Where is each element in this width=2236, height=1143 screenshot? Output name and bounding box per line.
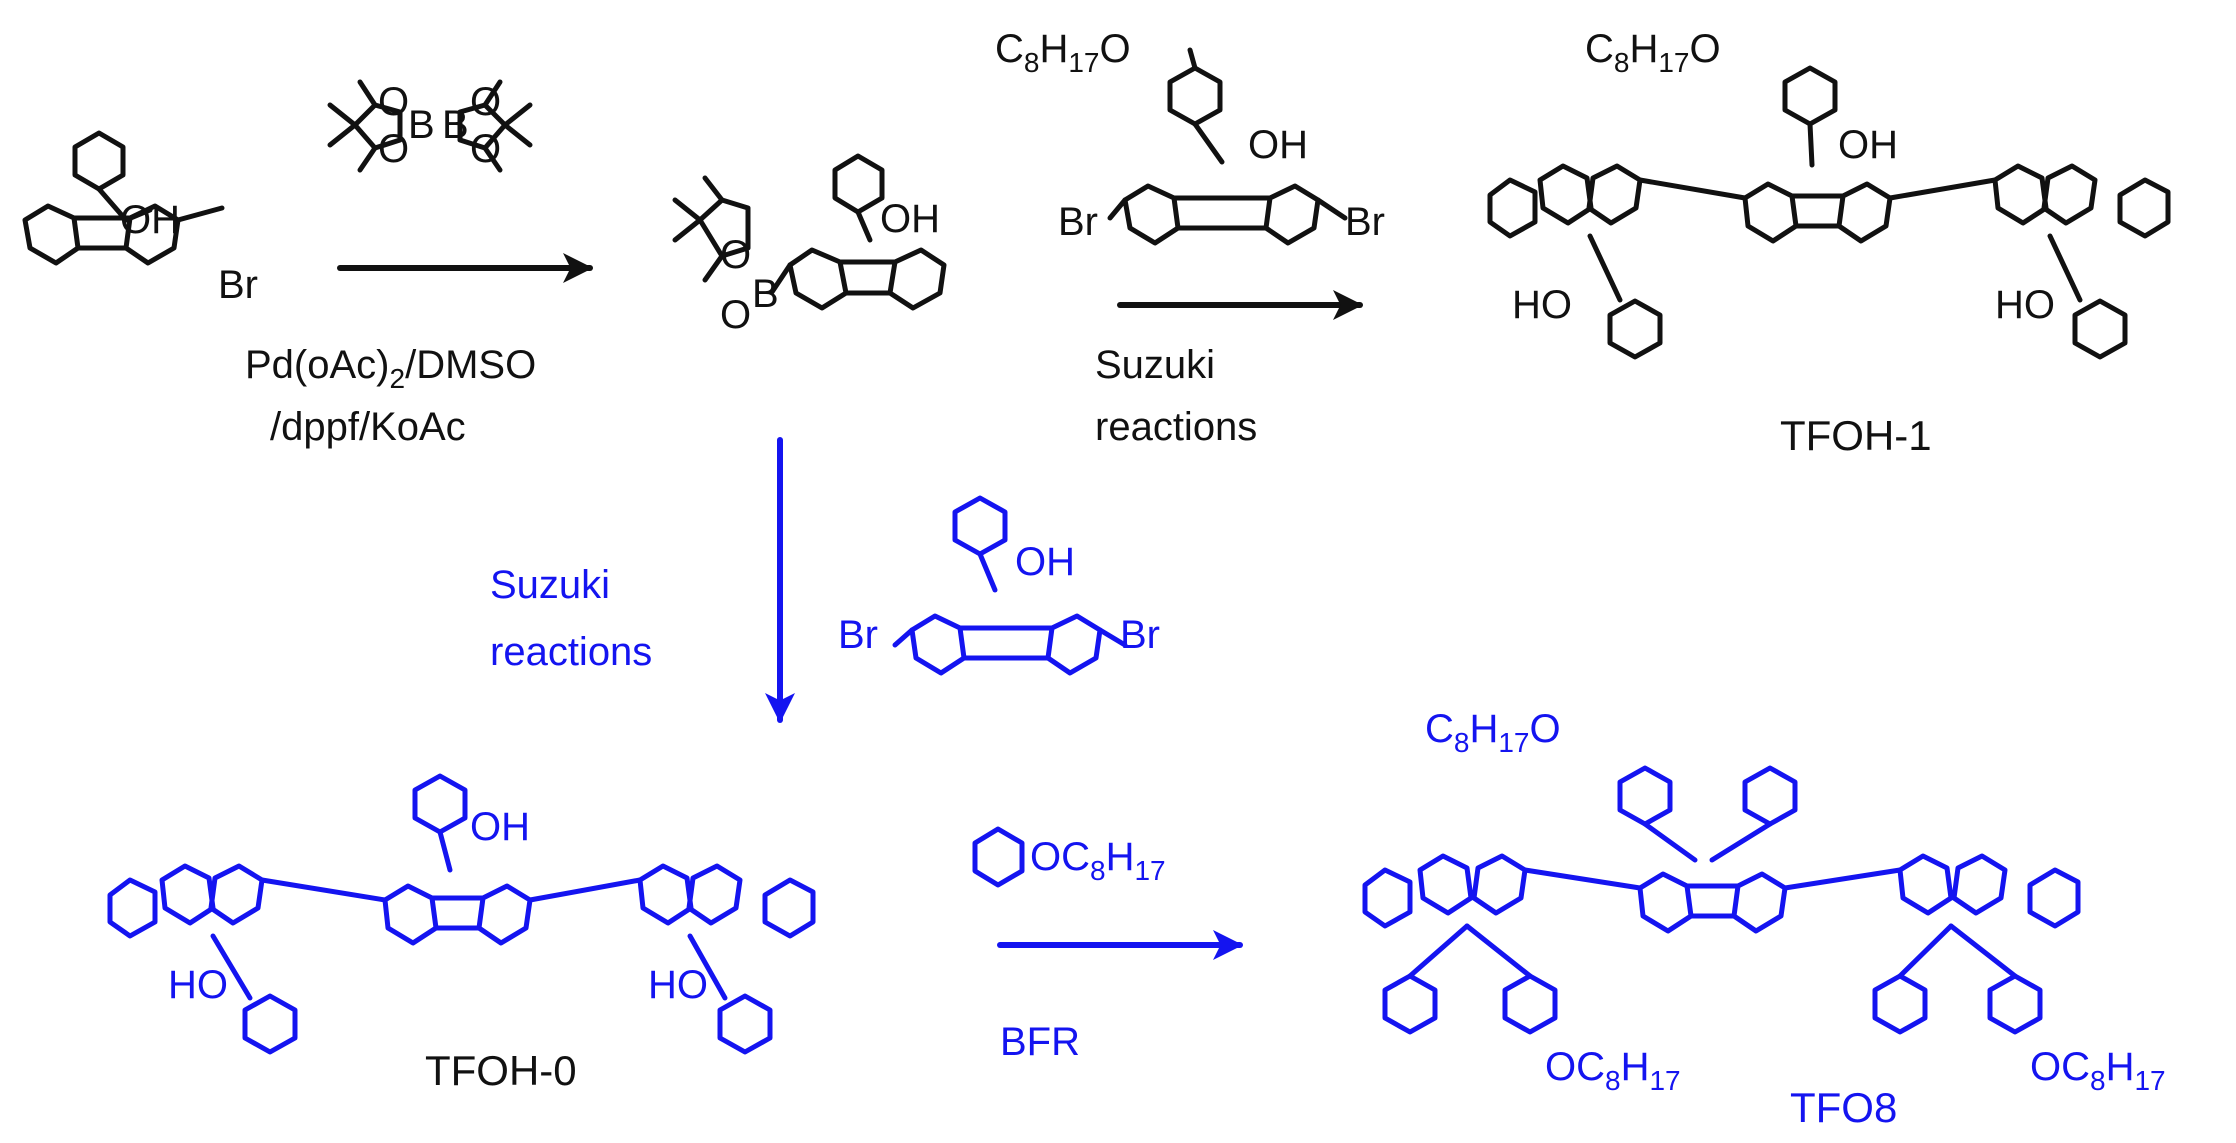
tfoh1-oh-label: OH (1838, 123, 1898, 167)
tfo8-name: TFO8 (1790, 1084, 1897, 1131)
reagent-chain-label: C8H17O (995, 27, 1131, 78)
blue-reagent-br-right: Br (1120, 613, 1160, 657)
tfoh0-structure (107, 773, 816, 1055)
start-material-structure (22, 130, 225, 266)
conditions-line1: Pd(oAc)2/DMSO (245, 343, 536, 394)
boronate-structure (672, 153, 947, 311)
tfoh1-ho-right: HO (1995, 283, 2055, 327)
phenyl-dibromofluorenol-structure (892, 495, 1128, 676)
blue-reagent-oh-label: OH (1015, 540, 1075, 584)
blue-reagent-br-left: Br (838, 613, 878, 657)
octyloxybenzene-ring (972, 826, 1025, 888)
start-br-label: Br (218, 263, 258, 307)
alkoxyphenyl-dibromofluorenol-structure (1107, 47, 1348, 246)
b2pin2-atom-b2: B (442, 103, 469, 147)
b2pin2-structure (327, 79, 533, 173)
reagent-br-left: Br (1058, 200, 1098, 244)
bfr-label: BFR (1000, 1020, 1080, 1064)
b2pin2-atom-o1: O (378, 80, 409, 124)
start-oh-label: OH (120, 198, 180, 242)
down-arrow-label-line1: Suzuki (490, 563, 610, 607)
arrow2-label-line2: reactions (1095, 405, 1257, 449)
b2pin2-atom-b1: B (408, 103, 435, 147)
reagent-br-right: Br (1345, 200, 1385, 244)
tfo8-oc-left: OC8H17 (1545, 1045, 1681, 1096)
boronate-atom-b: B (752, 272, 779, 316)
tfo8-chain-label: C8H17O (1425, 707, 1561, 758)
tfoh1-chain-label: C8H17O (1585, 27, 1721, 78)
conditions-line2: /dppf/KoAc (270, 405, 466, 449)
b2pin2-atom-o4: O (470, 127, 501, 171)
tfo8-oc-right: OC8H17 (2030, 1045, 2166, 1096)
arrow2-label-line1: Suzuki (1095, 343, 1215, 387)
tfoh1-structure (1487, 65, 2171, 360)
tfoh0-oh-label: OH (470, 805, 530, 849)
octyloxybenzene-label: OC8H17 (1030, 835, 1166, 886)
tfoh0-ho-left: HO (168, 963, 228, 1007)
reagent-oh-label: OH (1248, 123, 1308, 167)
b2pin2-atom-o3: O (470, 80, 501, 124)
tfo8-structure (1362, 765, 2081, 1035)
b2pin2-atom-o2: O (378, 127, 409, 171)
boronate-atom-o1: O (720, 233, 751, 277)
tfoh1-ho-left: HO (1512, 283, 1572, 327)
boronate-oh-label: OH (880, 197, 940, 241)
down-arrow-label-line2: reactions (490, 630, 652, 674)
tfoh0-ho-right: HO (648, 963, 708, 1007)
tfoh0-name: TFOH-0 (425, 1047, 577, 1094)
boronate-atom-o2: O (720, 293, 751, 337)
tfoh1-name: TFOH-1 (1780, 412, 1932, 459)
